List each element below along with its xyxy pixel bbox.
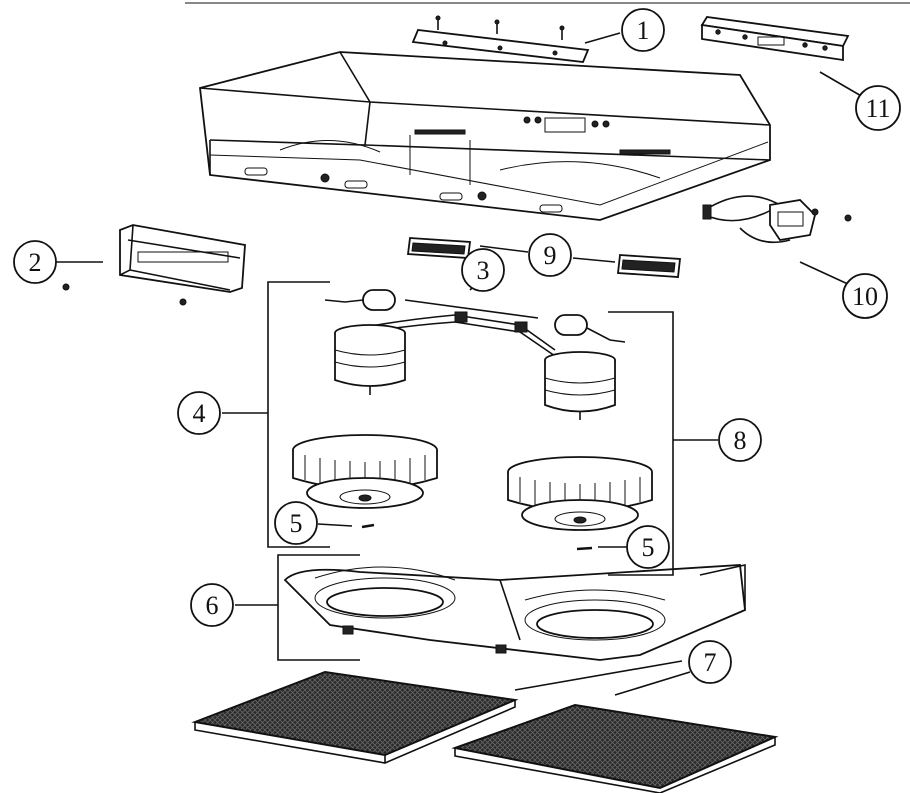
part-11-control-panel — [700, 16, 850, 62]
part-7-filter-left — [191, 670, 519, 764]
motor-right — [544, 351, 616, 420]
leader-lines — [56, 32, 864, 696]
nut-right — [576, 546, 593, 551]
range-hood-body — [199, 51, 771, 221]
callout-2: 2 — [13, 240, 57, 284]
callout-number: 4 — [193, 399, 206, 428]
part-7-filter-right — [451, 703, 779, 793]
callout-number: 8 — [734, 426, 747, 455]
callout-5-left: 5 — [274, 501, 318, 545]
blower-right — [507, 456, 653, 531]
callout-number: 7 — [704, 648, 717, 677]
callout-number: 5 — [290, 509, 303, 538]
part-10-junction-box — [702, 195, 852, 244]
motor-left — [334, 324, 406, 395]
callout-5-right: 5 — [626, 525, 670, 569]
callout-11: 11 — [855, 85, 901, 131]
nut-left — [361, 523, 375, 529]
callout-1: 1 — [621, 8, 665, 52]
callout-4: 4 — [177, 391, 221, 435]
callout-3: 3 — [461, 248, 505, 292]
callout-9: 9 — [528, 233, 572, 277]
part-6-blower-plate — [283, 564, 746, 661]
part-1-cover-plate — [411, 15, 590, 63]
callout-8: 8 — [718, 418, 762, 462]
callout-7: 7 — [688, 640, 732, 684]
callout-number: 10 — [852, 282, 878, 311]
callout-number: 3 — [477, 256, 490, 285]
callout-number: 6 — [206, 591, 219, 620]
callout-6: 6 — [190, 583, 234, 627]
callout-number: 11 — [865, 94, 890, 123]
callout-10: 10 — [842, 273, 888, 319]
part-2-light-housing — [62, 224, 246, 306]
callout-number: 9 — [544, 241, 557, 270]
callout-number: 5 — [642, 533, 655, 562]
part-9-modules — [406, 237, 681, 278]
callout-number: 2 — [29, 248, 42, 277]
callout-number: 1 — [637, 16, 650, 45]
blower-left — [292, 434, 438, 509]
